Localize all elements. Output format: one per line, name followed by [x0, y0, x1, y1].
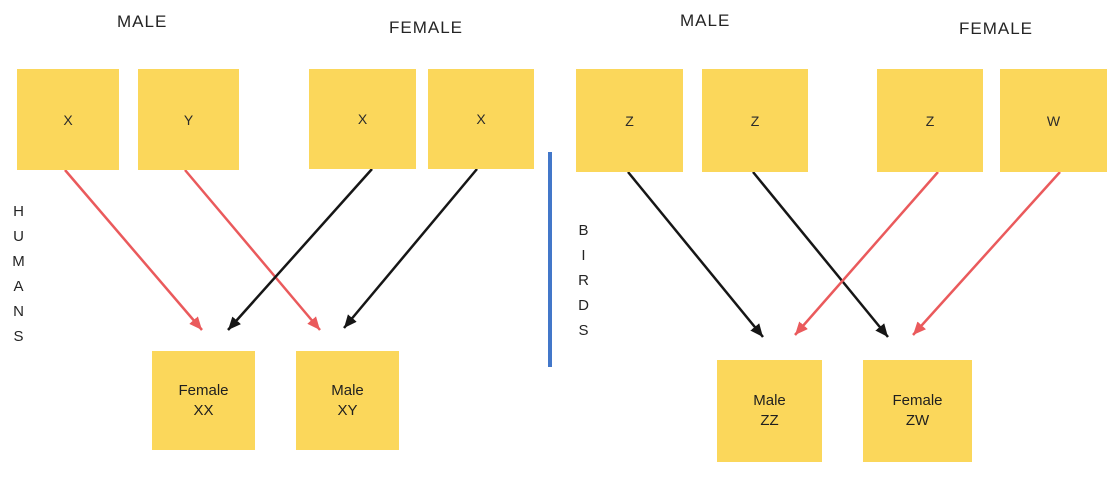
arrow-birds-female-w-to-female-zw — [912, 171, 1061, 336]
chromosome-label: Y — [183, 111, 194, 128]
offspring-genotype: ZW — [905, 412, 930, 429]
birds-female-chromosome-box-2: W — [1000, 69, 1107, 172]
arrow-birds-male-z2-to-female-zw — [752, 171, 889, 338]
offspring-genotype: ZZ — [760, 412, 779, 429]
birds-female-chromosome-box-1: Z — [877, 69, 983, 172]
humans-offspring-box-female-xx: Female XX — [152, 351, 255, 450]
arrow-birds-female-z-to-male-zz — [794, 171, 939, 336]
humans-male-chromosome-box-1: X — [17, 69, 119, 170]
panel-divider-line — [548, 152, 552, 367]
offspring-genotype: XY — [337, 401, 358, 419]
birds-offspring-box-male-zz: Male ZZ — [717, 360, 822, 462]
chromosome-label: X — [357, 111, 368, 127]
humans-female-chromosome-box-1: X — [309, 69, 416, 169]
birds-female-header: FEMALE — [959, 19, 1034, 38]
arrow-humans-female-x2-to-male-xy — [343, 168, 478, 329]
birds-male-header: MALE — [680, 11, 731, 30]
chromosome-label: X — [476, 111, 486, 127]
humans-female-header: FEMALE — [389, 18, 464, 37]
chromosome-label: W — [1046, 112, 1061, 129]
chromosome-label: X — [63, 111, 73, 128]
birds-group-label: BIRDS — [575, 222, 592, 347]
offspring-sex: Male — [753, 392, 786, 409]
humans-group-label: HUMANS — [10, 203, 27, 353]
arrow-birds-male-z1-to-male-zz — [627, 171, 764, 338]
offspring-sex: Female — [892, 392, 943, 409]
offspring-genotype: XX — [193, 401, 214, 419]
humans-female-chromosome-box-2: X — [428, 69, 534, 169]
humans-offspring-box-male-xy: Male XY — [296, 351, 399, 450]
birds-male-chromosome-box-1: Z — [576, 69, 683, 172]
humans-male-header: MALE — [117, 12, 168, 31]
offspring-sex: Male — [331, 381, 364, 399]
arrow-humans-female-x1-to-female-xx — [227, 168, 373, 331]
chromosome-label: Z — [750, 112, 760, 129]
humans-male-chromosome-box-2: Y — [138, 69, 239, 170]
chromosome-label: Z — [625, 112, 634, 129]
birds-offspring-box-female-zw: Female ZW — [863, 360, 972, 462]
chromosome-label: Z — [925, 112, 935, 129]
birds-male-chromosome-box-2: Z — [702, 69, 808, 172]
arrow-humans-male-y-to-male-xy — [184, 169, 321, 331]
arrow-humans-male-x-to-female-xx — [64, 169, 203, 331]
offspring-sex: Female — [178, 381, 229, 399]
